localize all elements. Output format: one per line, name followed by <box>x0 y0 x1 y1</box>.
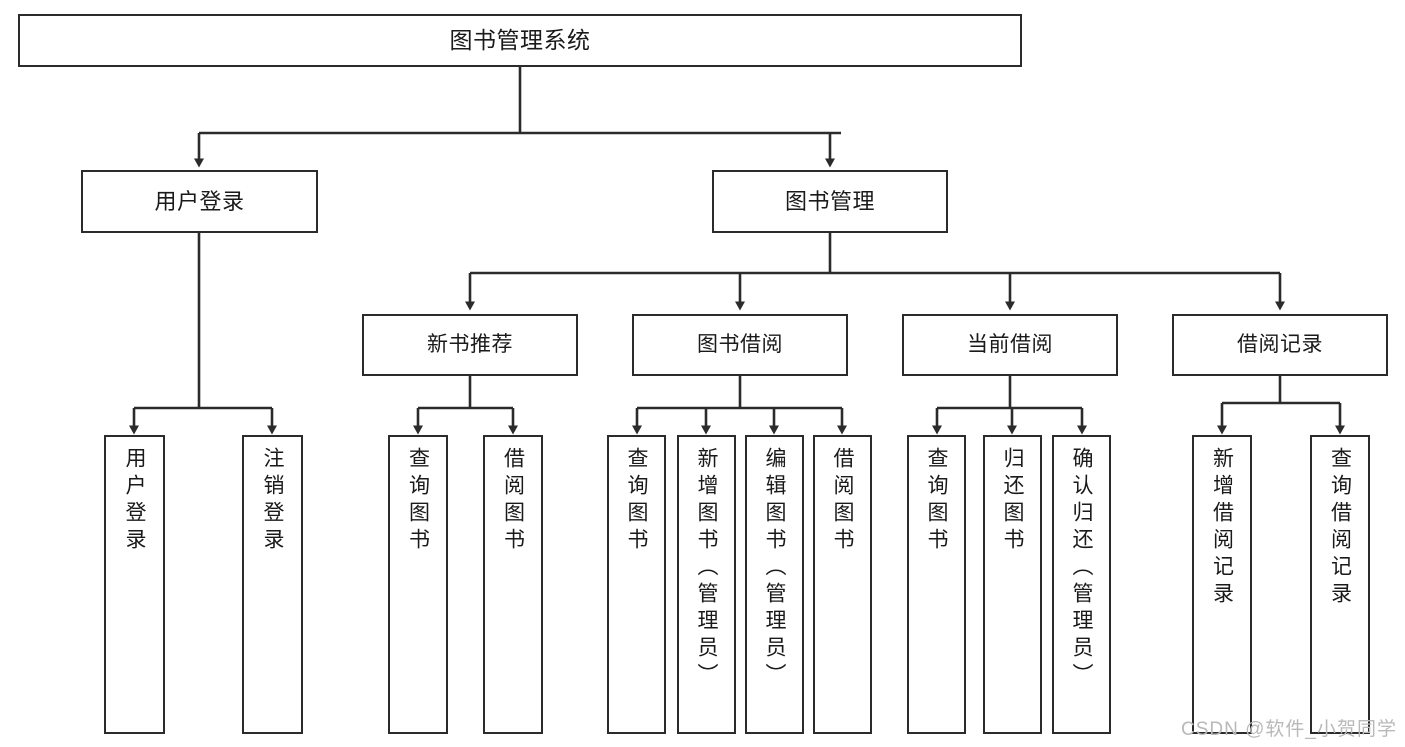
node-root-label: 图书管理系统 <box>449 27 591 54</box>
node-new-book-recommend[interactable]: 新书推荐 <box>362 314 578 376</box>
node-leaf-query-book-3-label: 查询图书 <box>925 447 948 555</box>
node-leaf-query-record-label: 查询借阅记录 <box>1328 447 1352 609</box>
node-leaf-edit-book[interactable]: 编辑图书（管理员） <box>745 435 804 734</box>
node-book-borrow[interactable]: 图书借阅 <box>632 314 848 376</box>
node-current-borrow[interactable]: 当前借阅 <box>902 314 1118 376</box>
node-leaf-add-record[interactable]: 新增借阅记录 <box>1192 435 1252 734</box>
node-leaf-borrow-book-2-label: 借阅图书 <box>831 447 854 555</box>
node-root[interactable]: 图书管理系统 <box>18 14 1022 67</box>
node-leaf-query-book-1-label: 查询图书 <box>406 447 430 555</box>
node-leaf-logout[interactable]: 注销登录 <box>242 435 303 734</box>
node-user-login-label: 用户登录 <box>154 188 245 214</box>
node-new-book-recommend-label: 新书推荐 <box>427 332 513 356</box>
node-current-borrow-label: 当前借阅 <box>967 332 1053 356</box>
node-borrow-record[interactable]: 借阅记录 <box>1172 314 1388 376</box>
node-leaf-return-book-label: 归还图书 <box>1001 447 1024 555</box>
node-leaf-edit-book-label: 编辑图书（管理员） <box>763 447 786 690</box>
node-leaf-query-record[interactable]: 查询借阅记录 <box>1310 435 1370 734</box>
node-book-manage[interactable]: 图书管理 <box>712 170 948 233</box>
node-book-borrow-label: 图书借阅 <box>697 332 783 356</box>
node-leaf-user-login-label: 用户登录 <box>123 447 146 555</box>
node-leaf-confirm-return[interactable]: 确认归还（管理员） <box>1052 435 1111 734</box>
node-leaf-query-book-2[interactable]: 查询图书 <box>607 435 666 734</box>
node-leaf-add-book-label: 新增图书（管理员） <box>695 447 718 690</box>
node-leaf-logout-label: 注销登录 <box>261 447 284 555</box>
node-leaf-query-book-2-label: 查询图书 <box>625 447 648 555</box>
node-leaf-borrow-book-2[interactable]: 借阅图书 <box>813 435 872 734</box>
node-borrow-record-label: 借阅记录 <box>1237 332 1323 356</box>
node-book-manage-label: 图书管理 <box>784 188 875 214</box>
node-leaf-add-record-label: 新增借阅记录 <box>1210 447 1234 609</box>
node-leaf-query-book-1[interactable]: 查询图书 <box>388 435 448 734</box>
node-leaf-add-book[interactable]: 新增图书（管理员） <box>677 435 736 734</box>
node-user-login[interactable]: 用户登录 <box>81 170 318 233</box>
node-leaf-user-login[interactable]: 用户登录 <box>104 435 165 734</box>
node-leaf-borrow-book-1-label: 借阅图书 <box>501 447 525 555</box>
node-leaf-return-book[interactable]: 归还图书 <box>983 435 1042 734</box>
node-leaf-borrow-book-1[interactable]: 借阅图书 <box>483 435 543 734</box>
node-leaf-confirm-return-label: 确认归还（管理员） <box>1070 447 1093 690</box>
node-leaf-query-book-3[interactable]: 查询图书 <box>907 435 966 734</box>
